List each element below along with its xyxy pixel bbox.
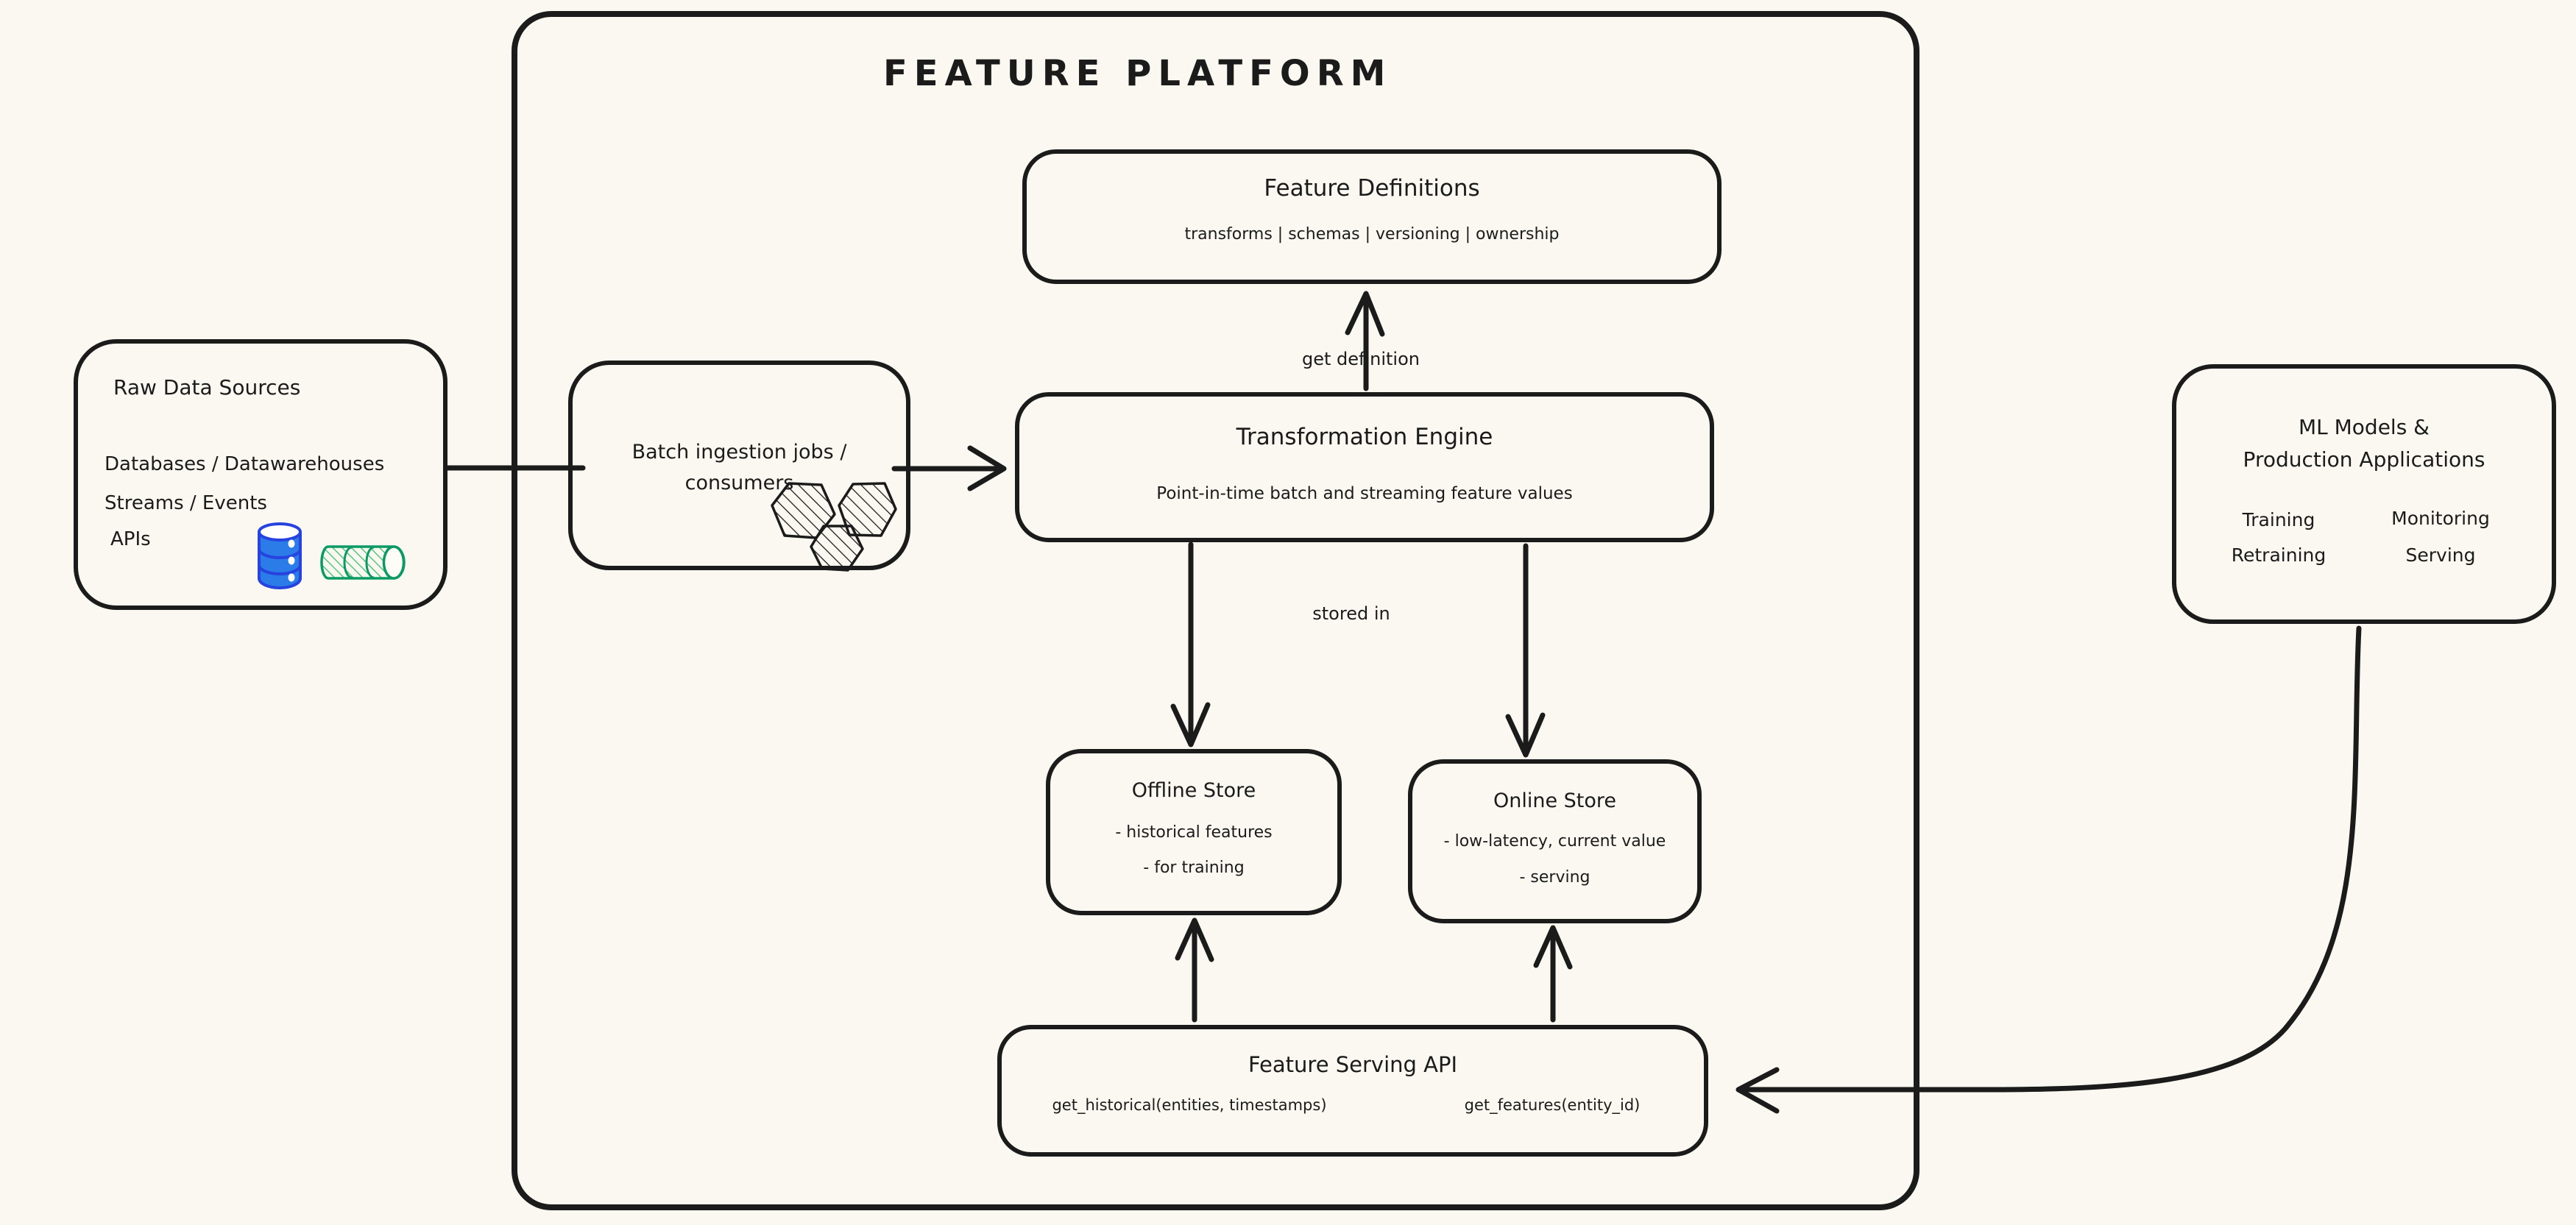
- platform-title: FEATURE PLATFORM: [883, 53, 1393, 94]
- ml-models-item: Monitoring: [2391, 508, 2490, 529]
- node-online-store: Online Store - low-latency, current valu…: [1408, 759, 1702, 923]
- raw-source-item: APIs: [110, 528, 151, 550]
- ml-models-item: Training: [2242, 509, 2315, 530]
- arrowhead-get-definition: [1345, 291, 1385, 337]
- batch-ingestion-title-line2: consumers: [684, 472, 794, 494]
- online-store-title: Online Store: [1493, 789, 1617, 812]
- raw-source-item: Streams / Events: [105, 492, 267, 514]
- node-raw-data-sources: Raw Data Sources Databases / Datawarehou…: [74, 339, 447, 610]
- raw-data-sources-title: Raw Data Sources: [113, 375, 301, 400]
- offline-store-item: - historical features: [1115, 823, 1273, 842]
- database-icon: [258, 522, 302, 589]
- arrowhead-stored-in-offline: [1170, 702, 1211, 748]
- node-ml-models: ML Models & Production Applications Trai…: [2172, 364, 2556, 624]
- feature-definitions-subtitle: transforms | schemas | versioning | owne…: [1184, 225, 1560, 244]
- node-transformation-engine: Transformation Engine Point-in-time batc…: [1015, 392, 1714, 542]
- offline-store-title: Offline Store: [1131, 779, 1256, 802]
- stream-icon: [320, 545, 406, 580]
- hexagons-icon: [771, 482, 897, 572]
- arrowhead-serving-to-online: [1533, 925, 1573, 970]
- ml-models-item: Retraining: [2231, 544, 2326, 566]
- hexagon-shape: [771, 482, 836, 539]
- raw-source-item: Databases / Datawarehouses: [105, 453, 385, 475]
- arrowhead-batch-to-engine: [967, 445, 1007, 491]
- online-store-item: - low-latency, current value: [1443, 832, 1666, 851]
- transformation-engine-subtitle: Point-in-time batch and streaming featur…: [1156, 484, 1573, 503]
- transformation-engine-title: Transformation Engine: [1236, 424, 1493, 450]
- online-store-item: - serving: [1519, 868, 1590, 887]
- arrowhead-serving-to-offline: [1175, 917, 1214, 962]
- offline-store-item: - for training: [1143, 859, 1245, 877]
- edge-label-get-definition: get definition: [1301, 349, 1420, 369]
- node-feature-serving-api: Feature Serving API get_historical(entit…: [997, 1025, 1708, 1157]
- node-offline-store: Offline Store - historical features - fo…: [1046, 749, 1342, 915]
- feature-definitions-title: Feature Definitions: [1264, 175, 1480, 202]
- feature-serving-api-method-features: get_features(entity_id): [1464, 1096, 1641, 1114]
- feature-serving-api-title: Feature Serving API: [1248, 1052, 1458, 1077]
- ml-models-title-line2: Production Applications: [2243, 447, 2485, 472]
- arrowhead-ml-to-serving: [1735, 1067, 1780, 1114]
- feature-serving-api-method-historical: get_historical(entities, timestamps): [1052, 1096, 1327, 1114]
- edge-label-stored-in: stored in: [1312, 603, 1390, 624]
- feature-platform-container: [512, 11, 1919, 1210]
- arrowhead-stored-in-online: [1505, 712, 1546, 758]
- node-feature-definitions: Feature Definitions transforms | schemas…: [1022, 149, 1722, 284]
- arrow-ml-to-serving: [1738, 625, 2362, 1093]
- ml-models-title-line1: ML Models &: [2298, 415, 2430, 439]
- batch-ingestion-title-line1: Batch ingestion jobs /: [631, 441, 847, 464]
- ml-models-item: Serving: [2405, 544, 2476, 566]
- hexagon-shape: [810, 525, 864, 572]
